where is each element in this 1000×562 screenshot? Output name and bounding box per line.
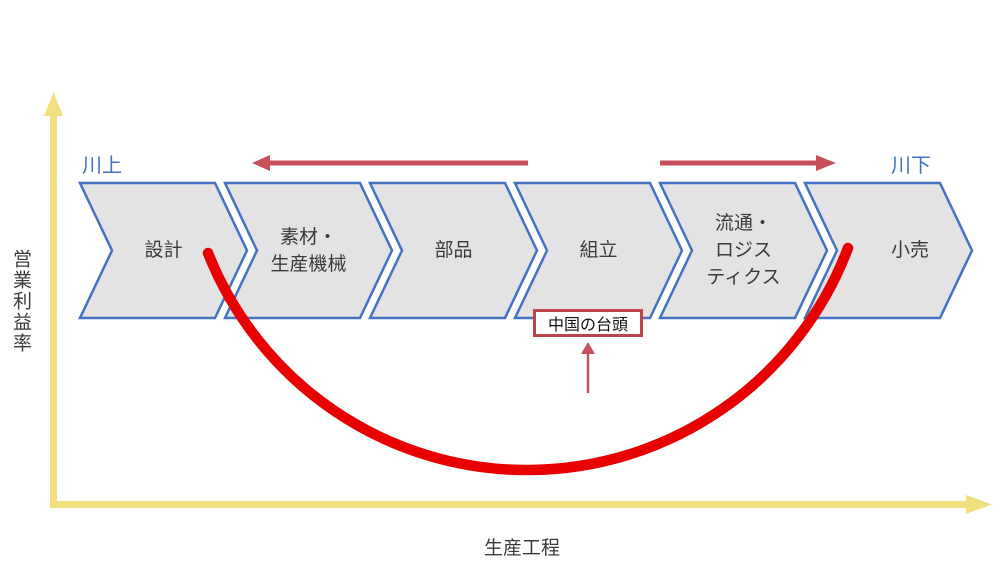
annotation-label: 中国の台頭: [547, 317, 628, 334]
downstream-label: 川下: [891, 155, 931, 177]
upstream-arrow-icon: [252, 155, 528, 171]
y-axis: [44, 92, 63, 508]
y-axis-label: 営業利益率: [10, 249, 31, 354]
stage-chevron-retail: [803, 181, 974, 320]
stage-chevron-logistics: [658, 181, 829, 320]
smile-curve: [202, 242, 854, 476]
stage-label-design: 設計: [144, 240, 183, 261]
stage-chevron-parts: [368, 181, 539, 320]
upstream-label: 川上: [82, 155, 122, 177]
downstream-arrow-icon: [660, 155, 836, 171]
stage-label-parts: 部品: [434, 240, 473, 261]
stage-label-materials: 素材・ 生産機械: [270, 226, 347, 275]
y-axis-arrowhead-icon: [44, 92, 63, 116]
stage-chevron-assembly: [513, 181, 684, 320]
annotation-box: 中国の台頭: [533, 309, 643, 337]
stage-chevron-design: [78, 181, 249, 320]
stage-chevron-materials: [223, 181, 394, 320]
stage-chevrons: [78, 181, 974, 320]
x-axis-arrowhead-icon: [966, 495, 992, 514]
stage-label-assembly: 組立: [579, 240, 618, 261]
annotation-pointer-arrow-icon: [581, 342, 595, 393]
stage-label-retail: 小売: [890, 240, 929, 261]
x-axis-label: 生産工程: [483, 538, 560, 559]
stage-label-logistics: 流通・ ロジス ティクス: [706, 213, 781, 288]
x-axis: [50, 495, 992, 514]
